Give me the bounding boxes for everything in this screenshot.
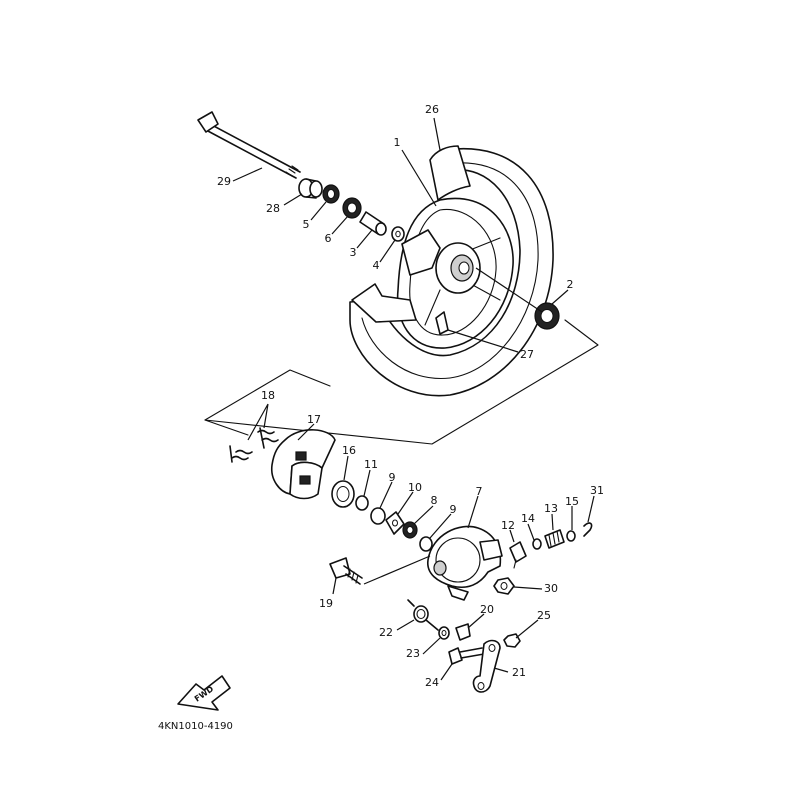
callout-9b: 9 bbox=[450, 503, 457, 516]
callout-28: 28 bbox=[266, 202, 280, 215]
callout-15: 15 bbox=[565, 495, 579, 508]
brake-shoe-part bbox=[270, 429, 336, 500]
callout-9a: 9 bbox=[389, 471, 396, 484]
callout-21: 21 bbox=[512, 666, 526, 679]
callout-labels: 26 1 29 28 5 6 3 4 2 27 18 17 16 11 9 10… bbox=[217, 103, 604, 689]
return-spring-part bbox=[407, 599, 439, 631]
washer-9b-part bbox=[419, 536, 433, 552]
washer-part bbox=[391, 226, 405, 242]
callout-10: 10 bbox=[408, 481, 422, 494]
callout-27: 27 bbox=[520, 348, 534, 361]
brake-lever-part bbox=[472, 639, 501, 693]
oil-seal-16-part bbox=[331, 480, 355, 508]
bolt-24-part bbox=[448, 647, 485, 665]
spring-part-left bbox=[229, 445, 253, 463]
washer-9a-part bbox=[370, 507, 386, 525]
brake-plate-part bbox=[427, 525, 503, 601]
callout-23: 23 bbox=[406, 647, 420, 660]
callout-18: 18 bbox=[261, 389, 275, 402]
callout-11: 11 bbox=[364, 458, 378, 471]
washer-23-part bbox=[438, 626, 450, 640]
callout-6: 6 bbox=[325, 232, 332, 245]
callout-1: 1 bbox=[394, 136, 401, 149]
callout-5: 5 bbox=[303, 218, 310, 231]
oil-seal-part bbox=[322, 184, 340, 204]
wheel-assembly bbox=[349, 145, 554, 397]
callout-8: 8 bbox=[431, 494, 438, 507]
callout-19: 19 bbox=[319, 597, 333, 610]
circlip-11-part bbox=[355, 495, 369, 511]
callout-20: 20 bbox=[480, 603, 494, 616]
callout-12: 12 bbox=[501, 519, 515, 532]
indicator-20-part bbox=[455, 623, 471, 641]
assembly-outline-lower bbox=[204, 369, 331, 436]
callout-2: 2 bbox=[567, 278, 574, 291]
callout-7: 7 bbox=[476, 485, 483, 498]
callout-14: 14 bbox=[521, 512, 535, 525]
callout-26: 26 bbox=[425, 103, 439, 116]
leader-lines bbox=[232, 117, 595, 681]
washer-14-part bbox=[532, 538, 542, 550]
bolt-13-part bbox=[544, 529, 565, 549]
callout-24: 24 bbox=[425, 676, 439, 689]
callout-3: 3 bbox=[350, 246, 357, 259]
callout-25: 25 bbox=[537, 609, 551, 622]
callout-16: 16 bbox=[342, 444, 356, 457]
callout-30: 30 bbox=[544, 582, 558, 595]
callout-31: 31 bbox=[590, 484, 604, 497]
callout-4: 4 bbox=[373, 259, 380, 272]
bearing-right-part bbox=[534, 302, 560, 330]
nut-30-part bbox=[493, 577, 515, 595]
callout-17: 17 bbox=[307, 413, 321, 426]
pin-31-part bbox=[583, 522, 593, 537]
callout-29: 29 bbox=[217, 175, 231, 188]
plate-10-part bbox=[385, 511, 405, 535]
adjuster-12-part bbox=[509, 541, 527, 569]
forward-direction-icon: FWD bbox=[177, 675, 231, 711]
diagram-code: 4KN1010-4190 bbox=[158, 721, 233, 732]
nut-15-part bbox=[566, 530, 576, 542]
callout-22: 22 bbox=[379, 626, 393, 639]
spacer-part bbox=[359, 211, 387, 236]
axle-shaft bbox=[197, 111, 301, 179]
collar-part bbox=[298, 178, 323, 199]
spring-part-right bbox=[257, 427, 279, 449]
ring-8-part bbox=[402, 521, 418, 539]
bearing-part bbox=[342, 197, 362, 219]
callout-13: 13 bbox=[544, 502, 558, 515]
camshaft-part bbox=[329, 557, 363, 585]
